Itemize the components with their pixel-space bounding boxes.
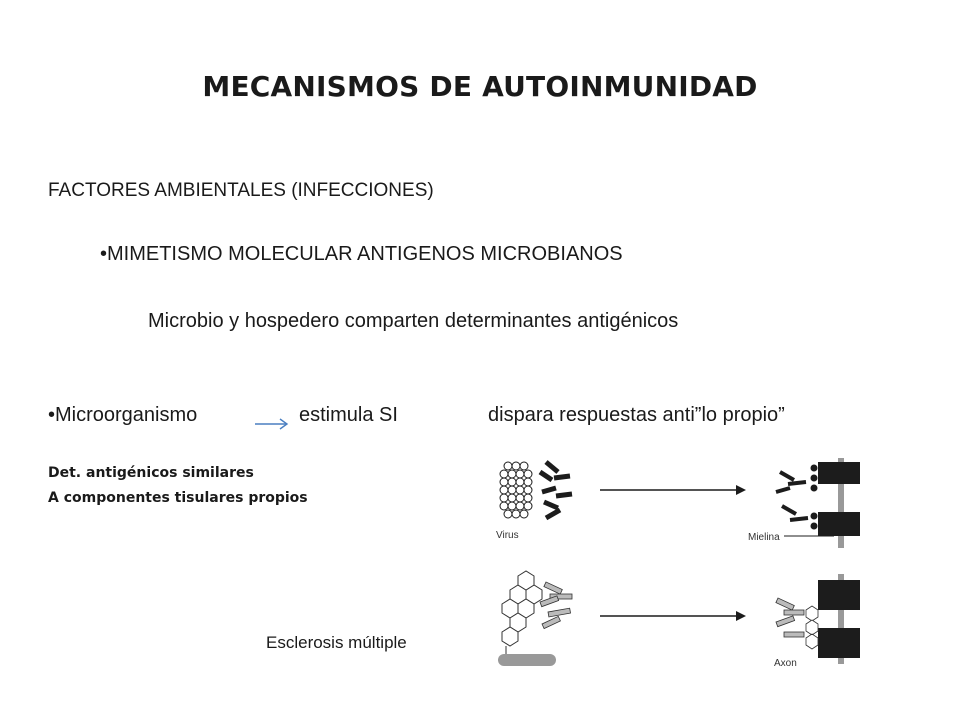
- hexagon-antigen-icon: [805, 605, 819, 650]
- gray-antibody-icon: [539, 581, 573, 630]
- virus-particle-icon: [499, 461, 533, 519]
- right-arrow-icon: [600, 485, 746, 495]
- bound-antibody-icon: [775, 470, 809, 522]
- axon-membrane-icon: [838, 574, 844, 664]
- tissue-components-text: A componentes tisulares propios: [48, 490, 308, 506]
- myelin-label: Mielina: [748, 532, 780, 543]
- section-subtitle: FACTORES AMBIENTALES (INFECCIONES): [48, 180, 434, 201]
- myelin-block-icon: [818, 580, 860, 658]
- stimulates-si-text: estimula SI: [299, 404, 398, 426]
- hexagon-antigen-icon: [501, 570, 543, 647]
- shared-determinants-text: Microbio y hospedero comparten determina…: [148, 310, 679, 332]
- antibody-icon: [538, 460, 573, 521]
- right-arrow-icon: [600, 611, 746, 621]
- virus-label: Virus: [496, 530, 519, 541]
- molecular-mimicry-diagram: Virus Mielina: [496, 458, 860, 669]
- myelin-block-icon: [818, 462, 860, 536]
- axon-membrane-icon: [838, 458, 844, 548]
- gray-antibody-icon: [775, 597, 805, 638]
- axon-label: Axon: [774, 658, 797, 669]
- page-title: MECANISMOS DE AUTOINMUNIDAD: [202, 70, 758, 103]
- bullet-molecular-mimicry: •MIMETISMO MOLECULAR ANTIGENOS MICROBIAN…: [100, 243, 623, 265]
- antigen-dots-icon: [810, 464, 818, 530]
- triggers-response-text: dispara respuestas anti”lo propio”: [488, 404, 785, 426]
- microorganism-text: •Microorganismo: [48, 404, 198, 426]
- similar-determinants-text: Det. antigénicos similares: [48, 465, 254, 481]
- multiple-sclerosis-caption: Esclerosis múltiple: [266, 633, 407, 652]
- right-arrow-icon: [255, 418, 289, 430]
